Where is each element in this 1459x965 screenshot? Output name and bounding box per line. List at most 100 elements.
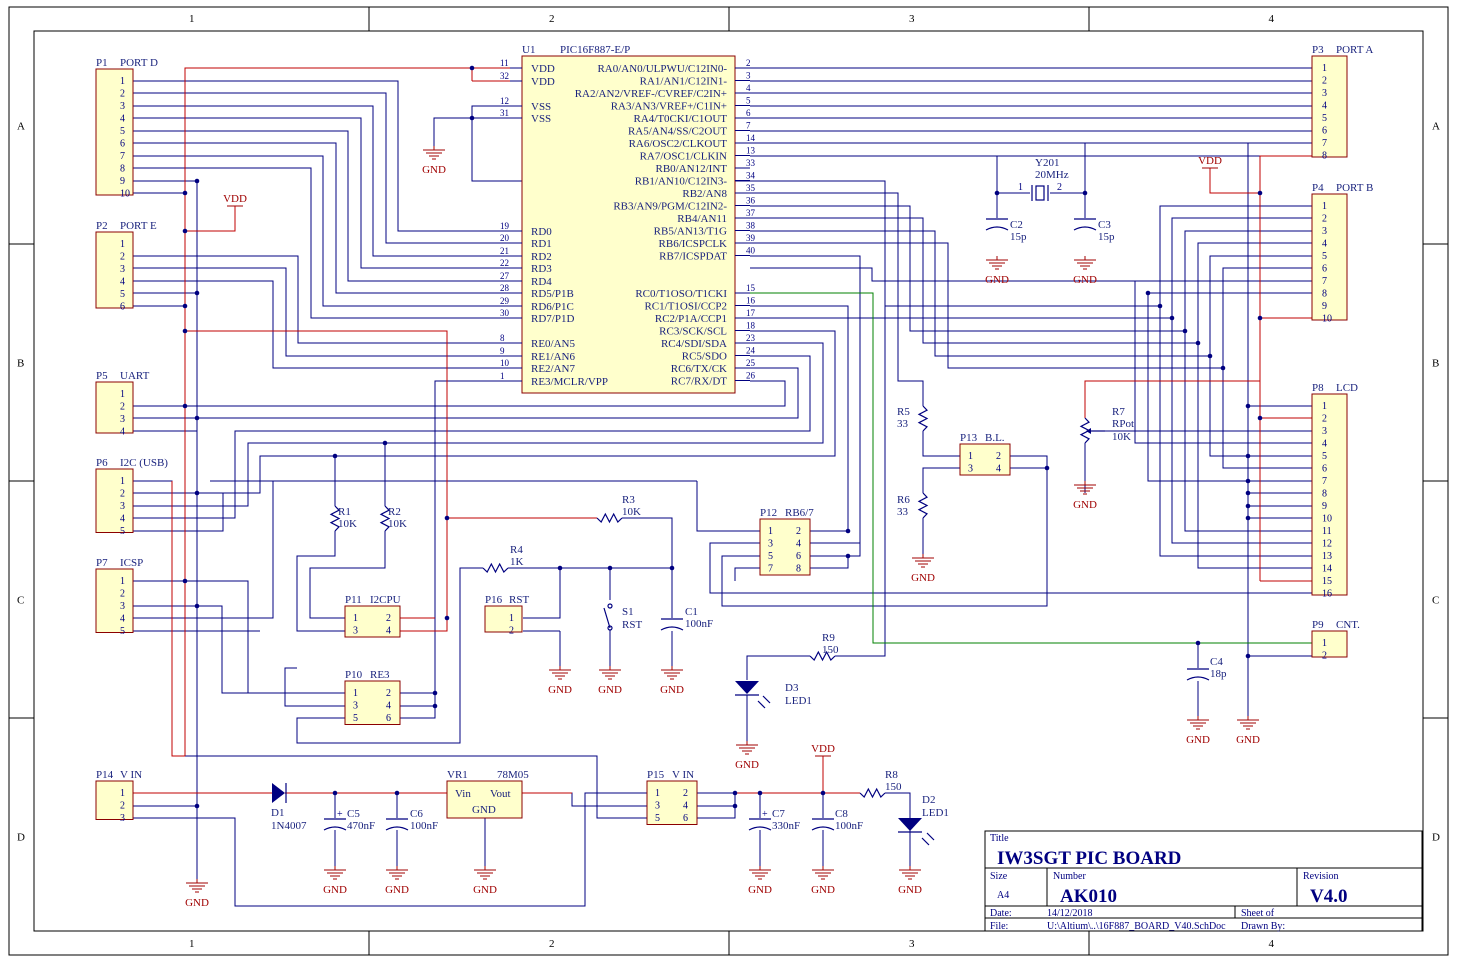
- mcu-pin-name: RD2: [531, 251, 552, 263]
- connector-pin: 8: [1322, 151, 1327, 162]
- mcu-pin-name: RB0/AN12/INT: [656, 163, 728, 175]
- connector-name: RST: [509, 594, 529, 606]
- connector-pin: 3: [655, 801, 660, 812]
- cap-value: 15p: [1010, 231, 1027, 243]
- regulator-vr1: VR1 78M05 Vin Vout GND: [446, 769, 529, 819]
- connector-name: RB6/7: [785, 507, 814, 519]
- date-label: Date:: [990, 908, 1012, 919]
- mcu-pin-number: 32: [500, 71, 509, 81]
- cap-value: 100nF: [835, 820, 863, 832]
- connector-pin: 4: [120, 614, 125, 625]
- connector-pin: 1: [1322, 63, 1327, 74]
- vr1-vout: Vout: [490, 788, 511, 800]
- zone-col-bottom: 2: [549, 938, 555, 950]
- connector-pin: 3: [968, 464, 973, 475]
- zone-row-left: B: [17, 358, 24, 370]
- cap-value: 470nF: [347, 820, 375, 832]
- connector-pin: 4: [386, 701, 391, 712]
- ground-icon: GND: [323, 866, 347, 896]
- connector-ref: P15: [647, 769, 665, 781]
- connector-pin: 1: [120, 239, 125, 250]
- mcu-pin-name: RE3/MCLR/VPP: [531, 376, 608, 388]
- connector-name: PORT E: [120, 220, 157, 232]
- ground-icon: GND: [911, 554, 935, 584]
- connector-pin: 2: [1322, 651, 1327, 662]
- zone-col-top: 2: [549, 13, 555, 25]
- connector-pin: 8: [1322, 289, 1327, 300]
- mcu-pin-number: 24: [746, 346, 756, 356]
- mcu-pin-name: RD4: [531, 276, 552, 288]
- mcu-pin-name: RD6/P1C: [531, 301, 574, 313]
- vr1-vin: Vin: [455, 788, 471, 800]
- zone-row-right: A: [1432, 121, 1440, 133]
- ground-label: GND: [548, 684, 572, 696]
- connector-pin: 4: [1322, 101, 1327, 112]
- pot-wiper-arrow-icon: [1086, 428, 1091, 434]
- connector-pin: 3: [120, 414, 125, 425]
- mcu-pin-number: 5: [746, 96, 751, 106]
- connector-name: RE3: [370, 669, 390, 681]
- mcu-pin-name: RB3/AN9/PGM/C12IN2-: [613, 201, 727, 213]
- mcu-pin-name: RE2/AN7: [531, 363, 576, 375]
- mcu-pin-number: 2: [746, 58, 751, 68]
- mcu-pin-name: RB4/AN11: [677, 213, 727, 225]
- res-ref: R5: [897, 406, 910, 418]
- ground-icon: GND: [1073, 481, 1097, 511]
- mcu-pin-name: RA1/AN1/C12IN1-: [640, 76, 728, 88]
- connector-pin: 2: [1322, 76, 1327, 87]
- res-ref: R1: [338, 506, 351, 518]
- size-label: Size: [990, 871, 1008, 882]
- connector-pin: 7: [120, 151, 125, 162]
- connector-pin: 16: [1322, 589, 1332, 600]
- ground-label: GND: [1073, 499, 1097, 511]
- connector-pin: 1: [968, 451, 973, 462]
- zone-col-bottom: 3: [909, 938, 915, 950]
- mcu-pin-name: RC6/TX/CK: [671, 363, 727, 375]
- mcu-pin-name: RD7/P1D: [531, 313, 574, 325]
- zone-col-bottom: 4: [1269, 938, 1275, 950]
- ground-icon: GND: [1236, 716, 1260, 746]
- mcu-right-pins: 2RA0/AN0/ULPWU/C12IN0-3RA1/AN1/C12IN1-4R…: [575, 58, 756, 388]
- connector-pin: 3: [353, 626, 358, 637]
- junctions: [182, 65, 1263, 809]
- connector-pin: 5: [120, 289, 125, 300]
- vdd-label: VDD: [223, 193, 247, 205]
- zone-row-left: A: [17, 121, 25, 133]
- mcu-pin-name: RC1/T1OSI/CCP2: [644, 301, 727, 313]
- connector-pin: 4: [683, 801, 688, 812]
- mcu-pin-number: 38: [746, 221, 756, 231]
- connector-pin: 10: [1322, 314, 1332, 325]
- ground-label: GND: [1073, 274, 1097, 286]
- connector-pin: 13: [1322, 551, 1332, 562]
- cap-value: 100nF: [685, 618, 713, 630]
- connector-name: I2C (USB): [120, 457, 168, 469]
- connector-pin: 3: [120, 264, 125, 275]
- mcu-pin-number: 15: [746, 283, 756, 293]
- connector-ref: P12: [760, 507, 777, 519]
- res-value: 33: [897, 506, 909, 518]
- res-value: 150: [822, 644, 839, 656]
- connector-pin: 4: [796, 539, 801, 550]
- ground-label: GND: [748, 884, 772, 896]
- mcu-pin-number: 12: [500, 96, 509, 106]
- mcu-pin-name: RD1: [531, 238, 552, 250]
- ground-label: GND: [898, 884, 922, 896]
- connector-name: V IN: [120, 769, 142, 781]
- mcu-pin-number: 25: [746, 358, 756, 368]
- s1-value: RST: [622, 619, 642, 631]
- mcu-pin-name: RC4/SDI/SDA: [661, 338, 727, 350]
- y201-value: 20MHz: [1035, 169, 1069, 181]
- res-value: 1K: [510, 556, 524, 568]
